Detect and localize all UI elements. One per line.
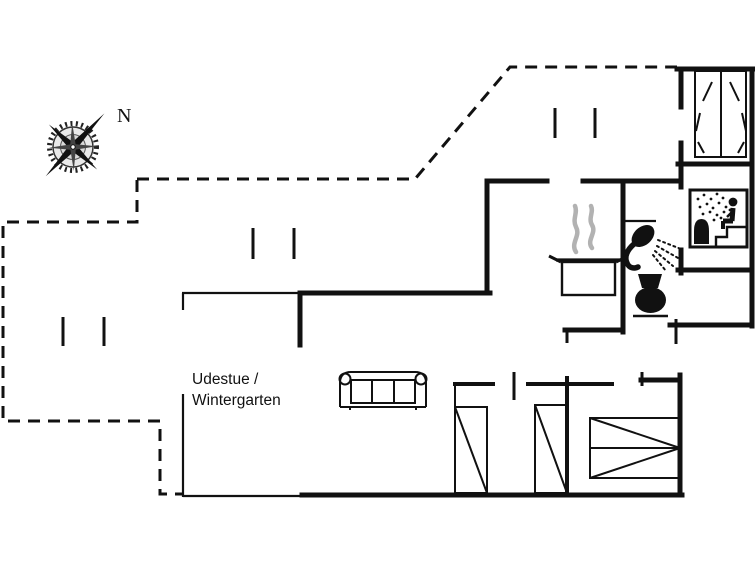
compass-star (45, 113, 105, 177)
toilet-icon (633, 274, 668, 318)
room-label-line1: Udestue / (192, 371, 259, 388)
door-marks (512, 319, 678, 400)
cooking-pot-icon (548, 203, 629, 297)
sauna-bench (714, 225, 747, 247)
double-bed-bottom-icon (589, 417, 681, 479)
sauna-icon (688, 188, 749, 249)
compass-north-label: N (117, 105, 131, 127)
single-bed-icon (534, 404, 568, 494)
shower-icon (623, 225, 682, 272)
terrace-boundary-dashed (1, 65, 677, 496)
sauna-person (721, 197, 738, 229)
room-label-udestue: Udestue / Wintergarten (192, 371, 281, 409)
room-label-line2: Wintergarten (192, 392, 281, 409)
shower-spray (652, 239, 682, 272)
window-marks (61, 108, 597, 346)
walls-solid (297, 66, 755, 498)
sofa-icon (338, 371, 428, 410)
single-bed-icon (454, 384, 488, 494)
sauna-stove (694, 219, 709, 244)
double-bed-icon (694, 70, 747, 158)
walls-thin (181, 219, 656, 498)
compass-rose-icon: N (45, 105, 131, 177)
steam (571, 203, 596, 255)
